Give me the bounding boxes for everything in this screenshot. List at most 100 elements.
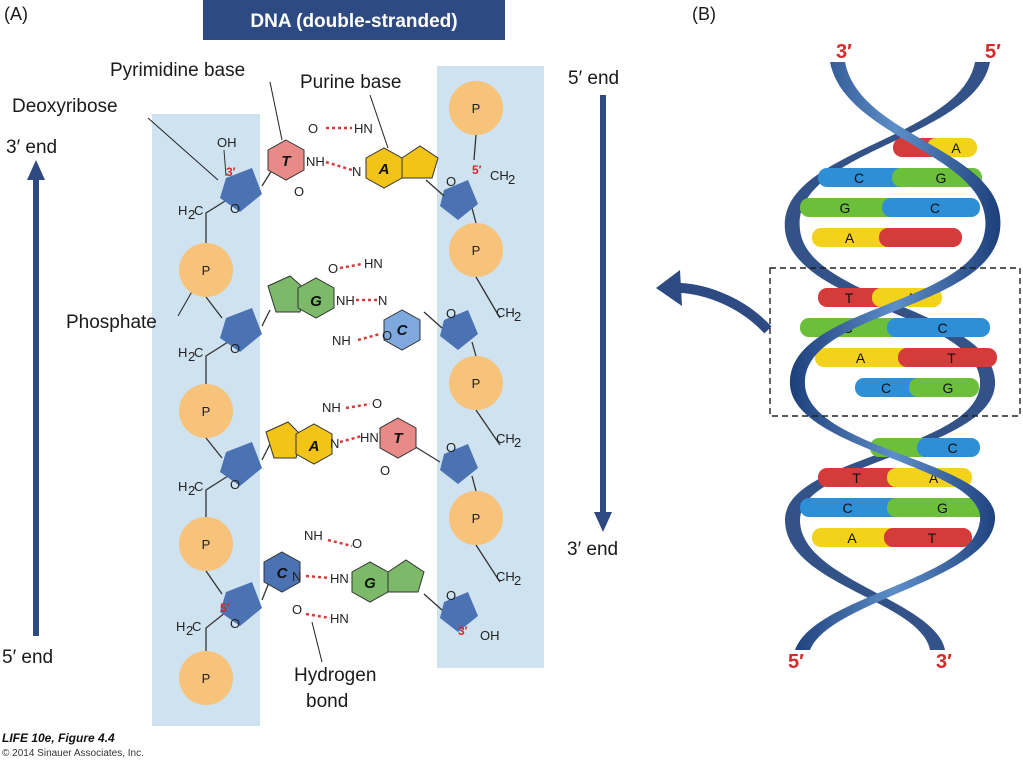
pyrimidine-label: Pyrimidine base <box>110 60 245 81</box>
subscript: 2 <box>514 309 521 324</box>
subscript: 2 <box>508 172 515 187</box>
hydrogen-bond-label-2: bond <box>306 691 348 712</box>
ch2-label: H <box>178 203 187 218</box>
rung-left-base <box>812 528 900 547</box>
atom-nh: NH <box>336 293 355 308</box>
right-phosphates: P P P P <box>449 81 503 545</box>
guanine-five-ring <box>387 559 425 593</box>
atom-nh: NH <box>322 400 341 415</box>
base-letter: T <box>393 430 404 447</box>
hydroxyl-label: OH <box>217 135 237 150</box>
phosphate-circle <box>179 651 233 705</box>
rung-right-base <box>879 228 962 247</box>
atom-o: O <box>328 261 338 276</box>
panel-title: DNA (double-stranded) <box>250 11 457 32</box>
phosphate-circle <box>449 223 503 277</box>
phosphate-symbol: P <box>472 511 481 526</box>
hydrogen-bond <box>339 434 363 444</box>
deoxyribose-pointer <box>147 117 219 181</box>
left-arrow-head <box>27 160 45 180</box>
right-arrow-head <box>594 512 612 532</box>
rung-right-letter: G <box>937 500 948 516</box>
rung-right-letter: C <box>930 200 940 216</box>
base-pair-2: G C <box>267 262 421 351</box>
hydrogen-bond <box>305 612 331 620</box>
ring-oxygen: O <box>230 201 240 216</box>
deoxyribose-sugar <box>220 442 262 486</box>
rung-left-base <box>800 198 898 217</box>
right-bottom-end: 3′ end <box>567 539 618 560</box>
rung-right-base <box>884 528 972 547</box>
rung-left-base <box>818 468 903 487</box>
phosphate-label: Phosphate <box>66 312 157 333</box>
helix-top-left-end: 3′ <box>836 41 852 63</box>
atom-o: O <box>382 328 392 343</box>
rung-right-letter: T <box>947 350 956 366</box>
rung-left-base <box>818 288 888 307</box>
purine-pointer <box>369 94 389 149</box>
atom-o: O <box>292 602 302 617</box>
rung-left-base <box>800 498 903 517</box>
hydrogen-bond <box>305 574 331 580</box>
ch2-label: CH <box>490 168 509 183</box>
ch2-c: C <box>194 345 203 360</box>
atom-n: N <box>378 293 387 308</box>
purine-label: Purine base <box>300 72 401 93</box>
thymine-base <box>267 139 305 181</box>
cytosine-base <box>383 309 421 351</box>
atom-n: N <box>352 164 361 179</box>
panel-a-label: (A) <box>4 4 28 24</box>
base-letter: T <box>281 153 292 170</box>
ch2-label: CH <box>496 305 515 320</box>
ch2-c: C <box>192 619 201 634</box>
phosphate-symbol: P <box>472 243 481 258</box>
hydroxyl-label: OH <box>480 628 500 643</box>
hydrogen-bond <box>339 262 363 270</box>
rung-left-letter: C <box>881 380 891 396</box>
deoxyribose-sugar <box>220 582 262 626</box>
atom-hn: HN <box>330 571 349 586</box>
rung-left-letter: A <box>845 230 855 246</box>
phosphate-circle <box>449 81 503 135</box>
ch2-label: H <box>176 619 185 634</box>
rung-right-base <box>887 318 990 337</box>
deoxyribose-sugar <box>440 444 478 484</box>
hbond-pointer <box>311 621 323 663</box>
right-top-end: 5′ end <box>568 68 619 89</box>
three-prime-mark: 3′ <box>458 624 468 638</box>
adenine-five-ring <box>401 145 439 179</box>
base-letter: G <box>364 575 376 592</box>
deoxyribose-sugar <box>220 308 262 352</box>
rung-right-letter: A <box>929 470 939 486</box>
deoxyribose-sugar <box>220 168 262 212</box>
rung-right-letter: G <box>936 170 947 186</box>
ring-oxygen: O <box>446 174 456 189</box>
hydrogen-bond <box>325 160 353 172</box>
helix-bottom-right-end: 3′ <box>936 651 952 673</box>
deoxyribose-label: Deoxyribose <box>12 96 118 117</box>
rung-left-letter: A <box>856 350 866 366</box>
base-letter: C <box>277 565 289 582</box>
phosphate-circle <box>179 384 233 438</box>
adenine-six-ring <box>295 423 333 465</box>
left-top-end: 3′ end <box>6 137 57 158</box>
callout-arrow <box>667 282 772 334</box>
atom-hn: HN <box>364 256 383 271</box>
helix-bottom-left-end: 5′ <box>788 651 804 673</box>
phosphate-symbol: P <box>202 671 211 686</box>
atom-nh: NH <box>306 154 325 169</box>
phosphate-circle <box>449 356 503 410</box>
rung-left-letter: C <box>854 170 864 186</box>
pyrimidine-pointer <box>269 81 283 141</box>
rung-left-letter: C <box>842 500 852 516</box>
phosphate-symbol: P <box>202 537 211 552</box>
ch2-label: H <box>178 345 187 360</box>
atom-hn: HN <box>360 430 379 445</box>
rung-right-base <box>882 198 980 217</box>
rung-right-letter: C <box>937 320 947 336</box>
atom-nh: NH <box>332 333 351 348</box>
rung-right-letter: A <box>951 140 961 156</box>
base-letter: G <box>310 293 322 310</box>
rung-left-letter: A <box>847 530 857 546</box>
